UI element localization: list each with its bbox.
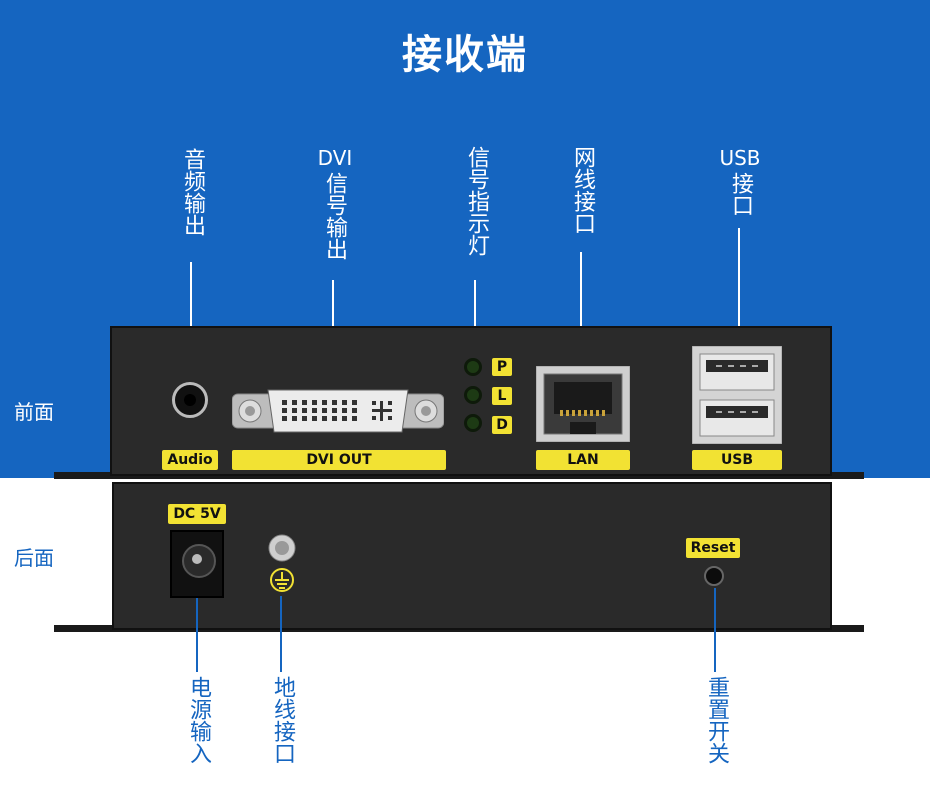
dc-power-jack xyxy=(170,530,224,598)
usb-tag: USB xyxy=(692,450,782,470)
usb-prefix-label: USB xyxy=(719,146,761,170)
signal-callout-line xyxy=(474,280,476,342)
led-l-tag: L xyxy=(492,387,512,405)
ground-screw-icon xyxy=(266,534,298,594)
ground-callout-line xyxy=(280,596,282,672)
dvi-output-label: 信号输出 xyxy=(322,172,347,260)
power-input-label: 电源输入 xyxy=(186,676,211,764)
usb-port-label: 接口 xyxy=(728,172,753,216)
reset-tag: Reset xyxy=(686,538,740,558)
page-title: 接收端 xyxy=(402,32,528,78)
led-d-tag: D xyxy=(492,416,512,434)
power-callout-line xyxy=(196,598,198,672)
led-d xyxy=(464,414,482,432)
audio-tag: Audio xyxy=(162,450,218,470)
dvi-prefix-label: DVI xyxy=(317,146,353,170)
signal-indicator-label: 信号指示灯 xyxy=(464,146,489,256)
led-p-tag: P xyxy=(492,358,512,376)
dc-5v-tag: DC 5V xyxy=(168,504,226,524)
lan-port xyxy=(535,365,631,443)
reset-switch-label: 重置开关 xyxy=(704,676,729,764)
lan-port-label: 网线接口 xyxy=(570,146,595,234)
dvi-out-tag: DVI OUT xyxy=(232,450,446,470)
back-label: 后面 xyxy=(14,546,54,570)
lan-tag: LAN xyxy=(536,450,630,470)
usb-callout-line xyxy=(738,228,740,336)
reset-callout-line xyxy=(714,588,716,672)
led-l xyxy=(464,386,482,404)
audio-output-label: 音频输出 xyxy=(180,148,205,236)
dvi-callout-line xyxy=(332,280,334,362)
ground-port-label: 地线接口 xyxy=(270,676,295,764)
usb-ports xyxy=(691,345,783,445)
audio-jack xyxy=(172,382,208,418)
front-label: 前面 xyxy=(14,400,54,424)
reset-button[interactable] xyxy=(704,566,724,586)
lan-callout-line xyxy=(580,252,582,364)
dvi-connector xyxy=(231,388,445,434)
led-p xyxy=(464,358,482,376)
audio-callout-line xyxy=(190,262,192,362)
